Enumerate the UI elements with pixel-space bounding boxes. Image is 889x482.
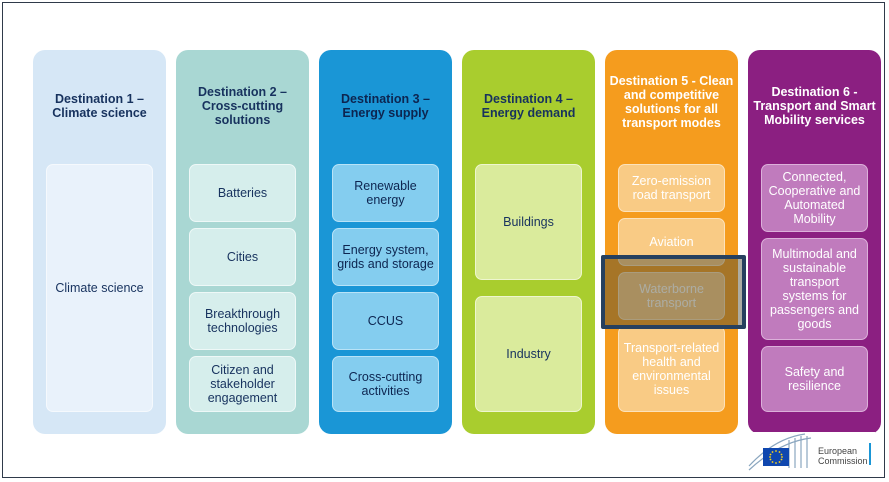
destination-1-column: Destination 1 – Climate science Climate … xyxy=(33,50,166,434)
item-industry: Industry xyxy=(475,296,582,412)
destination-6-column: Destination 6 - Transport and Smart Mobi… xyxy=(748,50,881,434)
item-connected-mobility: Connected, Cooperative and Automated Mob… xyxy=(761,164,868,232)
item-multimodal-transport: Multimodal and sustainable transport sys… xyxy=(761,238,868,340)
item-ccus: CCUS xyxy=(332,292,439,350)
item-zero-emission-road: Zero-emission road transport xyxy=(618,164,725,212)
destination-5-column: Destination 5 - Clean and competitive so… xyxy=(605,50,738,434)
destination-4-title: Destination 4 – Energy demand xyxy=(481,92,576,120)
ec-logo-line2: Commission xyxy=(818,456,868,466)
ec-logo-line1: European xyxy=(818,446,858,456)
destination-6-title: Destination 6 - Transport and Smart Mobi… xyxy=(753,85,876,127)
item-waterborne-transport: Waterborne transport xyxy=(618,272,725,320)
highlight-box xyxy=(601,255,746,329)
item-batteries: Batteries xyxy=(189,164,296,222)
destination-2-column: Destination 2 – Cross-cutting solutions … xyxy=(176,50,309,434)
item-cross-cutting-activities: Cross-cutting activities xyxy=(332,356,439,412)
item-cities: Cities xyxy=(189,228,296,286)
item-climate-science: Climate science xyxy=(46,164,153,412)
item-buildings: Buildings xyxy=(475,164,582,280)
eu-flag-icon xyxy=(745,432,875,472)
ec-logo-text: European Commission xyxy=(818,446,868,466)
destination-5-title: Destination 5 - Clean and competitive so… xyxy=(609,74,734,130)
item-transport-health: Transport-related health and environment… xyxy=(618,326,725,412)
destination-3-title: Destination 3 – Energy supply xyxy=(341,92,430,120)
destination-3-column: Destination 3 – Energy supply Renewable … xyxy=(319,50,452,434)
destination-1-title: Destination 1 – Climate science xyxy=(52,92,147,120)
ec-logo-bar xyxy=(869,443,871,465)
item-renewable-energy: Renewable energy xyxy=(332,164,439,222)
destination-2-title: Destination 2 – Cross-cutting solutions xyxy=(198,85,287,127)
destination-4-column: Destination 4 – Energy demand Buildings … xyxy=(462,50,595,434)
item-energy-system: Energy system, grids and storage xyxy=(332,228,439,286)
item-breakthrough-technologies: Breakthrough technologies xyxy=(189,292,296,350)
item-citizen-engagement: Citizen and stakeholder engagement xyxy=(189,356,296,412)
item-safety-resilience: Safety and resilience xyxy=(761,346,868,412)
